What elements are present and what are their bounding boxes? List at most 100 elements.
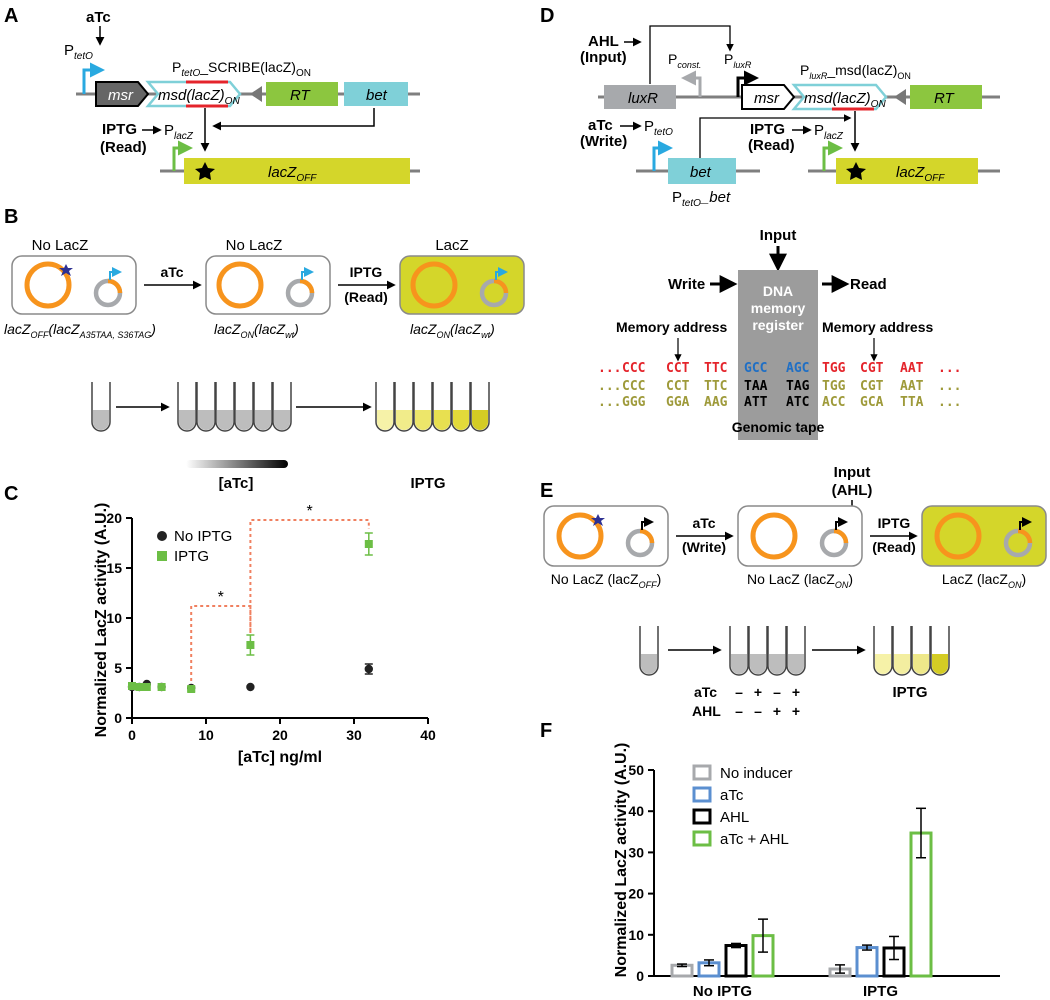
e-chromosome-1 <box>556 512 604 560</box>
seq-row0-left-1: CCC <box>622 361 645 376</box>
rt-gene-d <box>910 85 982 109</box>
bet-to-lacz-arrow-d <box>699 114 852 162</box>
chromosome-1 <box>24 261 72 309</box>
ptet-promoter-icon-d <box>652 140 673 171</box>
e-tube-iptg-2-liquid <box>913 654 929 674</box>
f-group-label-0: No IPTG <box>693 983 752 1000</box>
f-legend-marker-0 <box>692 764 712 781</box>
cell-2 <box>205 255 331 315</box>
f-y-tick-label-0: 0 <box>636 968 644 984</box>
genomic-tape-label: Genomic tape <box>732 419 825 435</box>
e-tube-iptg-3 <box>930 626 950 676</box>
tube-iptg-3-liquid <box>434 410 450 430</box>
e-tube-start <box>639 626 659 676</box>
plasmid-1-arc <box>107 278 123 294</box>
tube-iptg-0-liquid <box>377 410 393 430</box>
ahl-label: AHL <box>588 33 619 50</box>
e-atc-sign-1: + <box>754 684 762 700</box>
c-legend-iptg-label: IPTG <box>174 548 209 565</box>
lacz-off-gene <box>184 158 410 184</box>
e-arrow-1-label-b: (Write) <box>682 539 726 555</box>
e-tube-start-liquid <box>641 654 657 674</box>
chromosome-3 <box>410 261 458 309</box>
plasmid-2-arc <box>299 278 315 294</box>
e-tube-mid-3-liquid <box>788 654 804 674</box>
mutation-star-b <box>59 264 73 276</box>
c-y-tick-label-1: 5 <box>114 660 122 676</box>
seq-row2-right-0: ACC <box>822 395 845 410</box>
lacz-off-label-d: lacZOFF <box>896 164 945 184</box>
plac-promoter-icon <box>172 140 193 171</box>
e-iptg-label: IPTG <box>892 684 927 701</box>
tube-iptg-3 <box>432 382 452 432</box>
seq-row0-mid-0: GCC <box>744 361 767 376</box>
ptet-bet-label: PtetO_bet <box>672 189 731 209</box>
f-legend-label-2: AHL <box>720 809 749 826</box>
c-point-iptg-1 <box>135 683 144 691</box>
e-cell-1 <box>543 505 669 567</box>
terminator-icon <box>250 86 262 102</box>
c-point-iptg-5 <box>246 641 255 649</box>
panel-e-letter: E <box>540 480 553 502</box>
e-cell-2 <box>737 505 863 567</box>
seq-row2-right-3: ... <box>938 395 961 410</box>
tube-iptg-5-liquid <box>472 410 488 430</box>
atc-label-d: aTc <box>588 117 613 134</box>
e-atc-sign-0: – <box>735 684 743 700</box>
rt-label: RT <box>290 87 312 104</box>
e-arrow-1-label-a: aTc <box>692 515 715 531</box>
panel-c-letter: C <box>4 483 18 505</box>
ptet-promoter-icon <box>82 62 105 94</box>
cell-3 <box>399 255 525 315</box>
c-sig-star-2: * <box>306 503 312 520</box>
tube-atc-2 <box>215 382 235 432</box>
c-sig-bracket-1 <box>190 605 252 681</box>
pluxr-promoter-icon <box>736 70 759 97</box>
c-y-tick-label-4: 20 <box>106 510 122 526</box>
seq-row0-left-0: ... <box>598 361 621 376</box>
register-box-line-1: DNA <box>763 283 793 299</box>
seq-row2-mid-0: ATT <box>744 395 768 410</box>
seq-row1-right-2: AAT <box>900 379 924 394</box>
tube-atc-2-liquid <box>217 410 233 430</box>
tube-atc-0 <box>177 382 197 432</box>
f-legend-label-1: aTc <box>720 787 744 804</box>
tube-iptg-1 <box>394 382 414 432</box>
plasmid-1-promoter <box>109 267 122 280</box>
b-arrow-2-label-a: IPTG <box>350 264 383 280</box>
cell3-label: LacZ <box>435 237 468 254</box>
plac-label-a: PlacZ <box>164 122 194 142</box>
register-write-label: Write <box>668 276 705 293</box>
pluxr-msd-label: PluxR_msd(lacZ)ON <box>800 62 911 81</box>
panel-f: F Normalized LacZ activity (A.U.) 010203… <box>540 720 1000 1000</box>
genotype-3: lacZON(lacZwt) <box>410 321 495 340</box>
seq-row1-left-1: CCC <box>622 379 645 394</box>
c-x-tick-label-3: 30 <box>346 727 362 743</box>
e-tube-mid-0-liquid <box>731 654 747 674</box>
panel-b-letter: B <box>4 206 18 228</box>
tube-atc-1-liquid <box>198 410 214 430</box>
plasmid-2-promoter <box>301 267 314 280</box>
e-plasmid-2-arc <box>833 528 849 544</box>
msd-gene-d <box>791 83 888 111</box>
ptet-label: PtetO <box>64 42 93 62</box>
e-ahl-sign-2: + <box>773 703 781 719</box>
seq-row2-right-1: GCA <box>860 395 884 410</box>
seq-row1-mid-1: TAG <box>786 379 810 394</box>
c-y-tick-label-2: 10 <box>106 610 122 626</box>
e-tube-mid-0 <box>729 626 749 676</box>
bet-to-lacz-arrow <box>212 108 375 131</box>
f-y-tick-label-2: 20 <box>628 886 644 902</box>
b-arrow-2-label-b: (Read) <box>344 289 388 305</box>
c-y-tick-label-0: 0 <box>114 710 122 726</box>
f-y-axis-label: Normalized LacZ activity (A.U.) <box>613 743 630 978</box>
e-mutation-star <box>591 514 605 526</box>
e-chromosome-2 <box>750 512 798 560</box>
panel-c: C Normalized LacZ activity (A.U.) [aTc] … <box>4 483 436 766</box>
iptg-label-a: IPTG <box>102 121 137 138</box>
tube-atc-3-liquid <box>236 410 252 430</box>
c-sig-bracket-2 <box>249 519 370 633</box>
tube-iptg-5 <box>470 382 490 432</box>
pconst-label: Pconst. <box>668 51 701 70</box>
register-box-line-2: memory <box>751 300 806 316</box>
